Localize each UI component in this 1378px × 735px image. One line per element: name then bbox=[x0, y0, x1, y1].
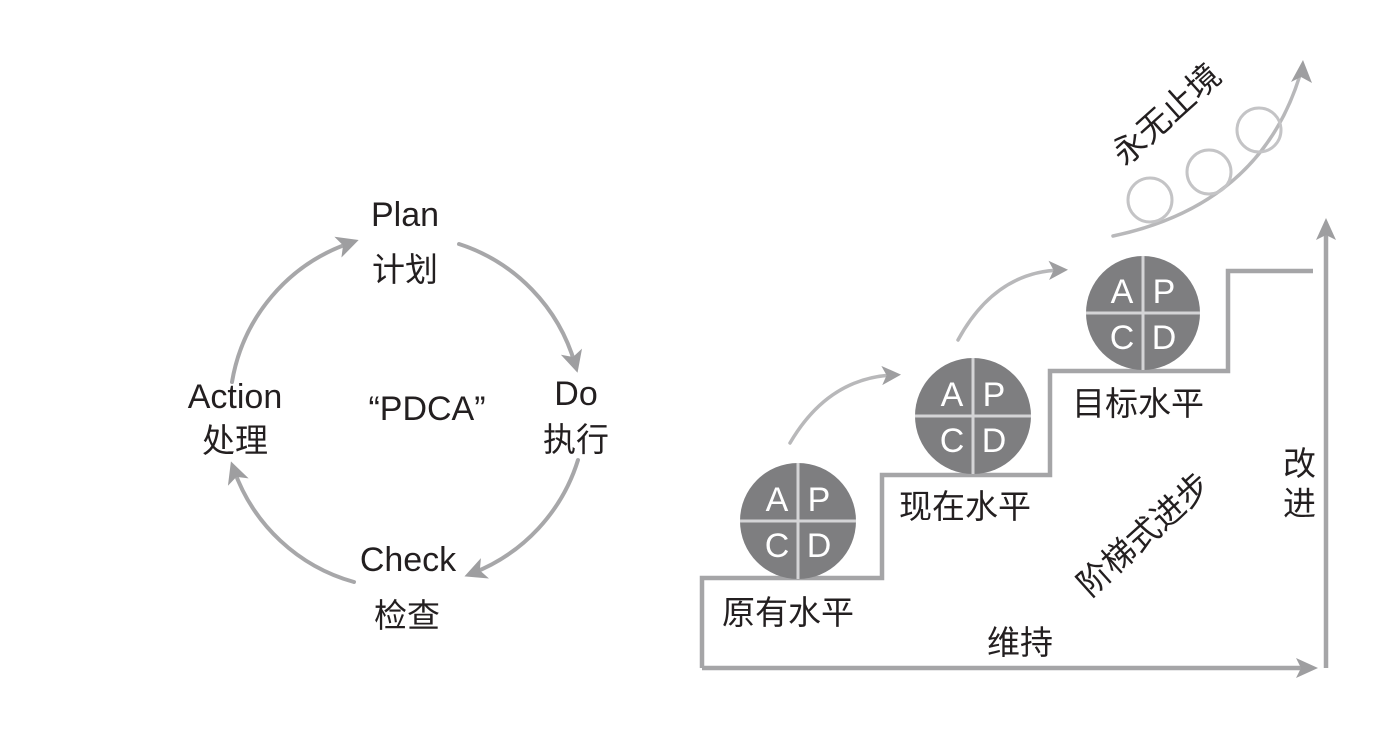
quadrant-d: D bbox=[982, 422, 1007, 460]
endless-arrowhead-icon bbox=[1291, 60, 1312, 83]
step-arrow-2 bbox=[956, 260, 1069, 342]
pdca-disc-level-3: A P C D bbox=[1086, 256, 1200, 370]
stage-action-zh: 处理 bbox=[202, 421, 268, 460]
pdca-disc-level-2: A P C D bbox=[915, 358, 1031, 474]
maintain-label: 维持 bbox=[987, 623, 1053, 662]
stage-plan-en: Plan bbox=[371, 196, 439, 234]
endless-ring-2 bbox=[1185, 148, 1233, 196]
quadrant-d: D bbox=[807, 527, 832, 565]
maintain-arrowhead-icon bbox=[1296, 658, 1318, 678]
quadrant-a: A bbox=[1111, 273, 1134, 311]
stage-do-en: Do bbox=[554, 375, 597, 413]
arrow-plan-to-do bbox=[457, 242, 583, 373]
quadrant-p: P bbox=[808, 481, 831, 519]
staircase-steps bbox=[699, 268, 1313, 668]
quadrant-c: C bbox=[940, 422, 965, 460]
pdca-cycle: Plan 计划 Do 执行 Check 检查 Action 处理 “PDCA” bbox=[188, 196, 609, 635]
pdca-disc-level-1: A P C D bbox=[740, 463, 856, 579]
improve-label-char-2: 进 bbox=[1283, 484, 1316, 523]
stepwise-progress-label: 阶梯式进步 bbox=[1069, 465, 1218, 604]
improve-arrowhead-icon bbox=[1316, 218, 1336, 240]
stage-check-en: Check bbox=[360, 541, 457, 579]
stage-plan-zh: 计划 bbox=[372, 250, 438, 289]
quadrant-c: C bbox=[765, 527, 790, 565]
stage-action-en: Action bbox=[188, 378, 283, 416]
endless-label: 永无止境 bbox=[1104, 56, 1228, 173]
level-label-target: 目标水平 bbox=[1072, 384, 1204, 423]
quadrant-p: P bbox=[983, 376, 1006, 414]
arrow-action-to-plan bbox=[230, 236, 359, 384]
improve-label-char-1: 改 bbox=[1283, 444, 1316, 483]
step-arrow-1 bbox=[788, 365, 902, 445]
cycle-center-label: “PDCA” bbox=[368, 390, 485, 428]
quadrant-a: A bbox=[941, 376, 964, 414]
endless-ring-3 bbox=[1235, 106, 1283, 154]
arrow-do-to-check bbox=[464, 458, 580, 579]
quadrant-d: D bbox=[1152, 319, 1177, 357]
staircase-diagram: A P C D A P C D A P C D 原有水平 现在水平 目标水平 bbox=[699, 56, 1336, 678]
quadrant-c: C bbox=[1110, 319, 1135, 357]
stage-check-zh: 检查 bbox=[374, 596, 440, 635]
level-label-current: 现在水平 bbox=[899, 487, 1031, 526]
arrow-check-to-action bbox=[227, 461, 356, 584]
quadrant-p: P bbox=[1153, 273, 1176, 311]
stage-do-zh: 执行 bbox=[543, 420, 609, 459]
level-label-original: 原有水平 bbox=[722, 593, 854, 632]
endless-ring-1 bbox=[1126, 176, 1174, 224]
endless-arrow bbox=[1111, 73, 1302, 238]
quadrant-a: A bbox=[766, 481, 789, 519]
